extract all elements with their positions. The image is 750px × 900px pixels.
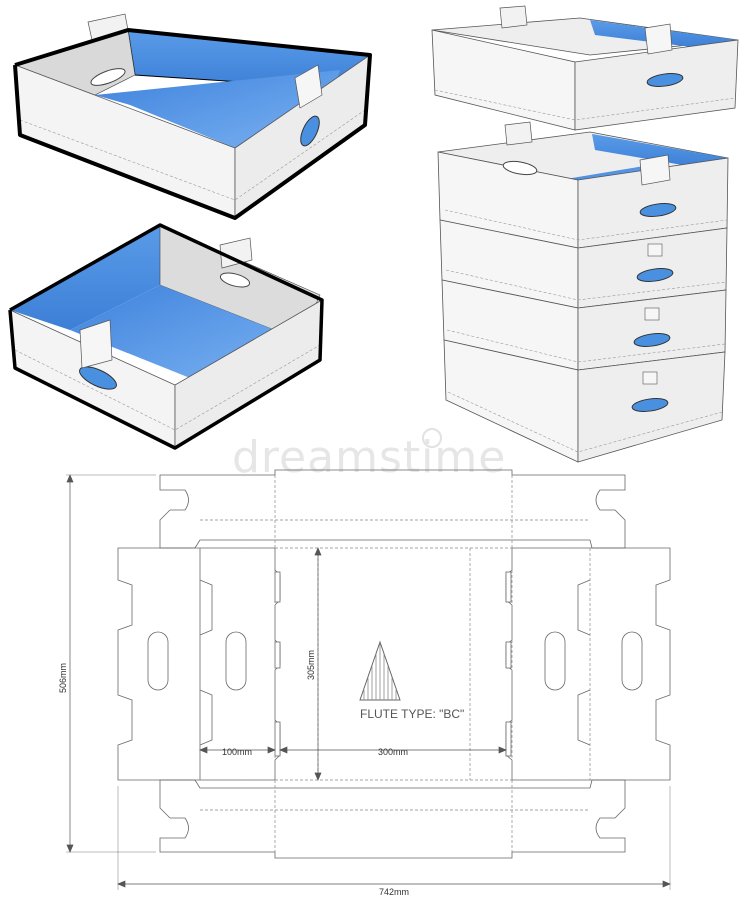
dim-total-width-label: 742mm	[379, 887, 409, 897]
dimension-lines	[66, 474, 671, 890]
flute-type-label: FLUTE TYPE: "BC"	[360, 707, 464, 721]
dieline-creases	[199, 475, 591, 852]
dim-height-label: 506mm	[58, 663, 68, 693]
dim-inner-height-label: 305mm	[306, 650, 316, 680]
stack-tray-2	[439, 219, 728, 309]
flute-triangle-icon	[359, 640, 401, 701]
stack-tray-4	[443, 339, 726, 463]
dieline-right-panel	[505, 547, 671, 781]
stack-tray-3	[441, 279, 727, 371]
dim-base-label: 300mm	[378, 747, 408, 757]
watermark-text: dreamstime	[232, 432, 506, 483]
stack-tray-1	[437, 121, 729, 249]
dim-side-label: 100mm	[222, 747, 252, 757]
stack-tray-top	[431, 5, 739, 131]
dieline-drawing	[117, 469, 671, 859]
tray-bottom-left	[8, 223, 324, 450]
watermark-logo-icon	[422, 428, 442, 448]
tray-top-left	[13, 13, 372, 220]
tray-stack	[431, 5, 739, 463]
dieline-bottom-flap	[159, 779, 626, 859]
